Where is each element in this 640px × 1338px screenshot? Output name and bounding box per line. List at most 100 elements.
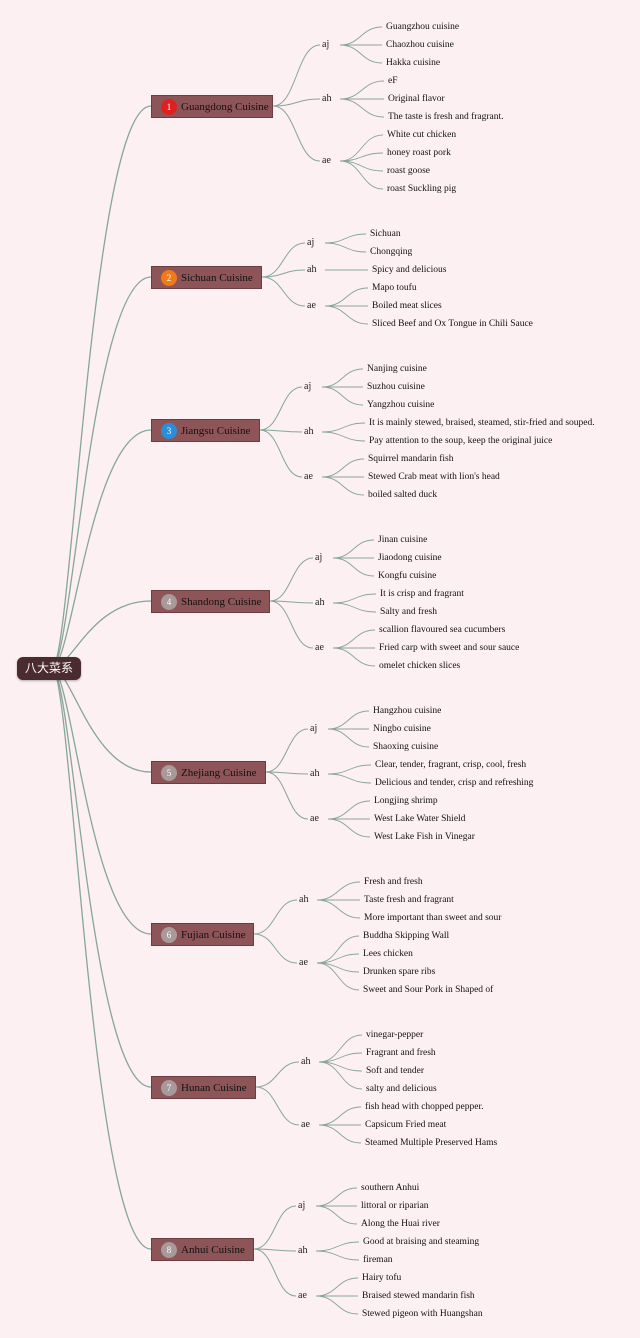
leaf-item[interactable]: Stewed pigeon with Huangshan: [362, 1309, 483, 1319]
leaf-item[interactable]: scallion flavoured sea cucumbers: [379, 625, 506, 635]
leaf-item[interactable]: Along the Huai river: [361, 1219, 440, 1229]
branch-label-ah[interactable]: ah: [298, 1245, 308, 1256]
leaf-item[interactable]: Suzhou cuisine: [367, 382, 425, 392]
branch-label-ae[interactable]: ae: [304, 471, 313, 482]
branch-label-ah[interactable]: ah: [304, 426, 314, 437]
leaf-item[interactable]: Kongfu cuisine: [378, 571, 437, 581]
leaf-item[interactable]: Pay attention to the soup, keep the orig…: [369, 436, 553, 446]
leaf-connector: [315, 1205, 358, 1225]
leaf-item[interactable]: Sichuan: [370, 229, 401, 239]
branch-label-aj[interactable]: aj: [304, 381, 312, 392]
branch-label-ah[interactable]: ah: [299, 894, 309, 905]
leaf-item[interactable]: West Lake Water Shield: [374, 814, 466, 824]
leaf-item[interactable]: It is crisp and fragrant: [380, 589, 464, 599]
leaf-item[interactable]: White cut chicken: [387, 130, 457, 140]
leaf-item[interactable]: littoral or riparian: [361, 1201, 429, 1211]
branch-label-ae[interactable]: ae: [301, 1119, 310, 1130]
leaf-item[interactable]: Hangzhou cuisine: [373, 706, 442, 716]
branch-label-aj[interactable]: aj: [310, 723, 318, 734]
leaf-item[interactable]: salty and delicious: [366, 1084, 437, 1094]
leaf-item[interactable]: Soft and tender: [366, 1066, 425, 1076]
branch-label-ae[interactable]: ae: [299, 957, 308, 968]
leaf-item[interactable]: fish head with chopped pepper.: [365, 1102, 484, 1112]
leaf-item[interactable]: More important than sweet and sour: [364, 913, 502, 923]
leaf-connector: [327, 773, 372, 784]
branch-label-ae[interactable]: ae: [322, 155, 331, 166]
branch-label-ae[interactable]: ae: [315, 642, 324, 653]
leaf-item[interactable]: Drunken spare ribs: [363, 967, 436, 977]
branch-label-ah[interactable]: ah: [315, 597, 325, 608]
leaf-item[interactable]: Hakka cuisine: [386, 58, 441, 68]
leaf-item[interactable]: Salty and fresh: [380, 607, 437, 617]
leaf-item[interactable]: Boiled meat slices: [372, 301, 442, 311]
leaf-item[interactable]: Capsicum Fried meat: [365, 1120, 447, 1130]
branch-label-ah[interactable]: ah: [301, 1056, 311, 1067]
branch-connector: [255, 1086, 300, 1126]
leaf-item[interactable]: omelet chicken slices: [379, 661, 461, 671]
leaf-item[interactable]: southern Anhui: [361, 1183, 420, 1193]
leaf-item[interactable]: The taste is fresh and fragrant.: [388, 112, 504, 122]
branch-label-aj[interactable]: aj: [298, 1200, 306, 1211]
leaf-item[interactable]: Original flavor: [388, 94, 445, 104]
root-node[interactable]: 八大菜系: [17, 657, 81, 680]
leaf-item[interactable]: boiled salted duck: [368, 490, 438, 500]
leaf-item[interactable]: It is mainly stewed, braised, steamed, s…: [369, 418, 595, 428]
leaf-item[interactable]: Longjing shrimp: [374, 796, 438, 806]
branch-label-aj[interactable]: aj: [322, 39, 330, 50]
leaf-item[interactable]: Ningbo cuisine: [373, 724, 431, 734]
leaf-item[interactable]: Squirrel mandarin fish: [368, 454, 454, 464]
leaf-item[interactable]: Fragrant and fresh: [366, 1048, 436, 1058]
branch-label-aj[interactable]: aj: [307, 237, 315, 248]
leaf-item[interactable]: Spicy and delicious: [372, 265, 447, 275]
branch-label-ae[interactable]: ae: [310, 813, 319, 824]
leaf-item[interactable]: Steamed Multiple Preserved Hams: [365, 1138, 498, 1148]
leaf-item[interactable]: Chaozhou cuisine: [386, 40, 454, 50]
leaf-item[interactable]: Buddha Skipping Wall: [363, 931, 450, 941]
branch-connector: [261, 276, 306, 307]
branch-label-aj[interactable]: aj: [315, 552, 323, 563]
leaf-item[interactable]: Sliced Beef and Ox Tongue in Chili Sauce: [372, 319, 533, 329]
leaf-item[interactable]: Hairy tofu: [362, 1273, 402, 1283]
leaf-item[interactable]: Sweet and Sour Pork in Shaped of: [363, 985, 494, 995]
leaf-item[interactable]: Fried carp with sweet and sour sauce: [379, 643, 520, 653]
leaf-item[interactable]: Braised stewed mandarin fish: [362, 1291, 475, 1301]
leaf-item[interactable]: roast Suckling pig: [387, 184, 457, 194]
category-name: Fujian Cuisine: [181, 929, 246, 941]
leaf-item[interactable]: Lees chicken: [363, 949, 413, 959]
branch-label-ah[interactable]: ah: [310, 768, 320, 779]
leaf-item[interactable]: Delicious and tender, crisp and refreshi…: [375, 778, 534, 788]
leaf-item[interactable]: Shaoxing cuisine: [373, 742, 439, 752]
leaf-connector: [321, 368, 364, 388]
branch-label-ae[interactable]: ae: [307, 300, 316, 311]
leaf-item[interactable]: eF: [388, 76, 398, 86]
branch-label-ah[interactable]: ah: [322, 93, 332, 104]
leaf-item[interactable]: West Lake Fish in Vinegar: [374, 832, 475, 842]
leaf-item[interactable]: honey roast pork: [387, 148, 451, 158]
category-name: Jiangsu Cuisine: [181, 425, 251, 437]
leaf-item[interactable]: fireman: [363, 1255, 393, 1265]
branch-label-ah[interactable]: ah: [307, 264, 317, 275]
leaf-item[interactable]: Guangzhou cuisine: [386, 22, 460, 32]
leaf-item[interactable]: Nanjing cuisine: [367, 364, 427, 374]
leaf-item[interactable]: Chongqing: [370, 247, 413, 257]
leaf-item[interactable]: Yangzhou cuisine: [367, 400, 435, 410]
leaf-item[interactable]: Stewed Crab meat with lion's head: [368, 472, 500, 482]
leaf-item[interactable]: roast goose: [387, 166, 431, 176]
leaf-item[interactable]: Good at braising and steaming: [363, 1237, 480, 1247]
leaf-item[interactable]: vinegar-pepper: [366, 1030, 424, 1040]
leaf-item[interactable]: Mapo toufu: [372, 283, 417, 293]
leaf-item[interactable]: Taste fresh and fragrant: [364, 895, 454, 905]
leaf-item[interactable]: Jinan cuisine: [378, 535, 428, 545]
leaf-item[interactable]: Jiaodong cuisine: [378, 553, 442, 563]
branch-label-ae[interactable]: ae: [298, 1290, 307, 1301]
leaf-item[interactable]: Clear, tender, fragrant, crisp, cool, fr…: [375, 760, 527, 770]
leaf-item[interactable]: Fresh and fresh: [364, 877, 423, 887]
